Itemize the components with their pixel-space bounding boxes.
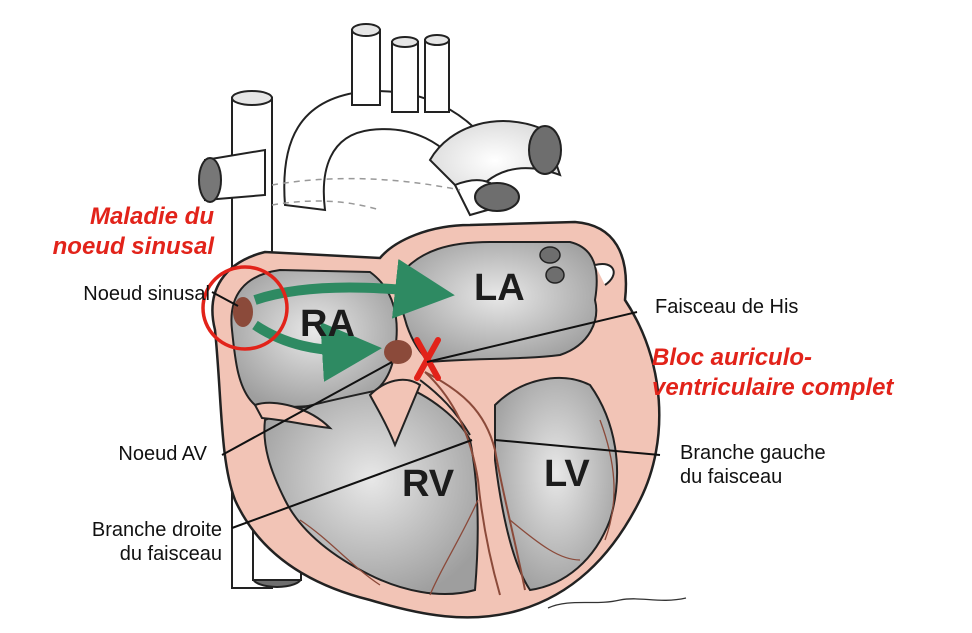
right-branch-line2: du faisceau [92,542,222,566]
sinus-node [233,297,253,327]
av-node [384,340,412,364]
right-branch-label: Branche droite du faisceau [92,518,222,566]
sinus-disease-line1: Maladie du [53,202,214,232]
av-block-line2: ventriculaire complet [652,373,893,403]
chamber-label-la: LA [474,267,525,309]
sinus-disease-line2: noeud sinusal [53,232,214,262]
left-branch-line1: Branche gauche [680,441,826,465]
av-node-label: Noeud AV [118,442,207,466]
left-branch-line2: du faisceau [680,465,826,489]
av-block-label: Bloc auriculo- ventriculaire complet [652,343,893,403]
chamber-label-rv: RV [402,463,455,505]
his-bundle-label: Faisceau de His [655,295,798,319]
av-block-line1: Bloc auriculo- [652,343,893,373]
sinus-disease-label: Maladie du noeud sinusal [53,202,214,262]
chamber-label-lv: LV [544,453,590,495]
left-branch-label: Branche gauche du faisceau [680,441,826,489]
artist-signature [548,598,686,608]
right-branch-line1: Branche droite [92,518,222,542]
chamber-label-ra: RA [300,303,355,345]
sinus-node-label: Noeud sinusal [83,282,210,306]
